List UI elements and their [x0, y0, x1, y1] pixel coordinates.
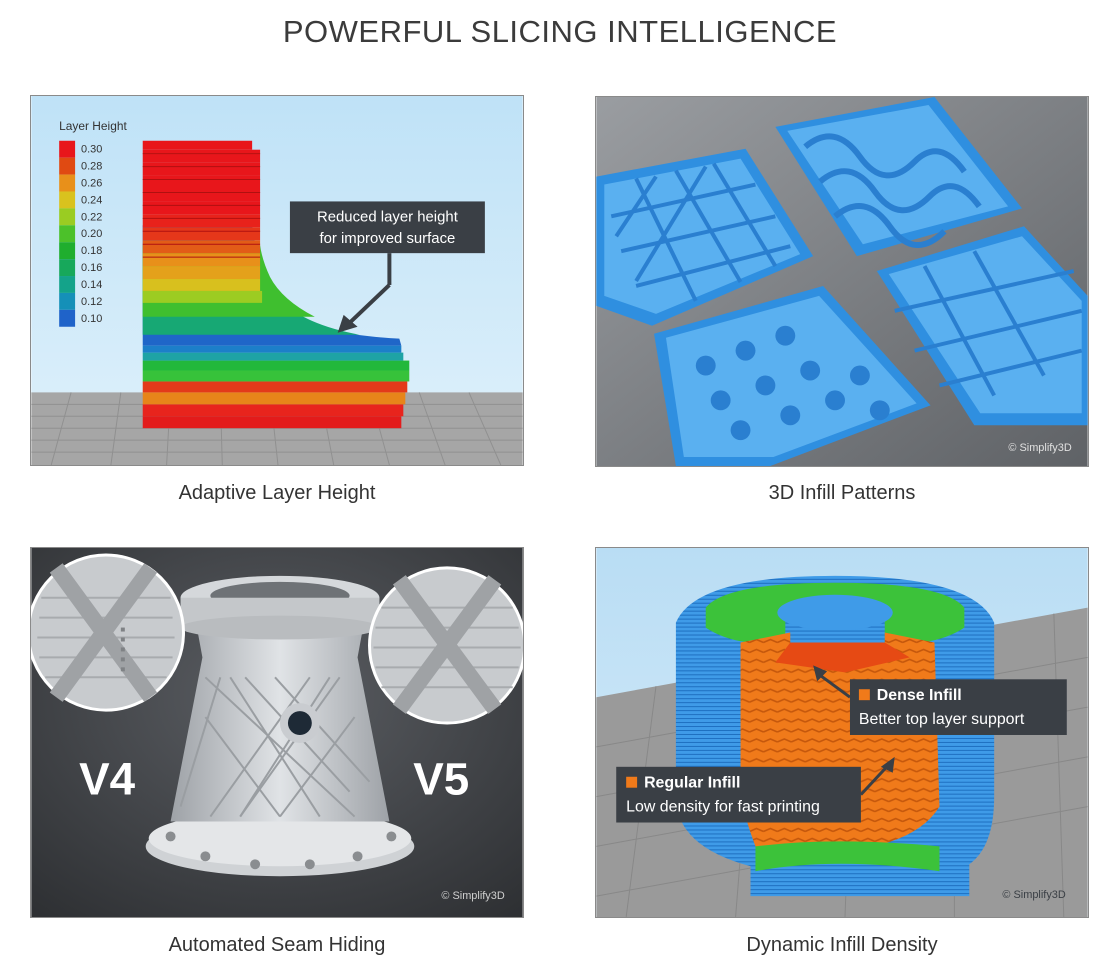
legend-swatch — [59, 259, 76, 277]
zoom-circle-v5 — [368, 566, 523, 725]
legend-swatch — [59, 174, 76, 192]
regular-infill-subtitle: Low density for fast printing — [626, 799, 820, 816]
legend-label: 0.20 — [81, 228, 102, 240]
legend-swatch — [59, 140, 76, 158]
caption-adaptive-layer-height: Adaptive Layer Height — [178, 482, 376, 504]
3d-infill-patterns-image: © Simplify3D — [595, 96, 1089, 467]
dense-infill-swatch — [858, 689, 870, 701]
callout-arrow-icon — [337, 314, 358, 333]
dynamic-infill-density-image: Dense Infill Better top layer support Re… — [595, 547, 1089, 918]
infill-sample-triangles-right — [876, 226, 1088, 426]
caption-automated-seam-hiding: Automated Seam Hiding — [168, 934, 386, 956]
dense-infill-title: Dense Infill — [877, 687, 962, 704]
legend-label: 0.28 — [81, 161, 102, 173]
legend-label: 0.22 — [81, 211, 102, 223]
legend-label: 0.10 — [81, 313, 102, 325]
legend-swatch — [59, 292, 76, 310]
automated-seam-hiding-image: V4 V5 © Simplify3D — [30, 547, 524, 918]
infill-sample-triangles — [596, 148, 814, 326]
dense-infill-region — [775, 642, 910, 673]
infill-sample-gyroid — [775, 97, 1023, 257]
caption-3d-infill-patterns: 3D Infill Patterns — [768, 482, 916, 504]
regular-infill-swatch — [626, 776, 638, 788]
legend-label: 0.18 — [81, 245, 102, 257]
regular-infill-callout — [616, 766, 861, 823]
infill-sample-gyroid-bottom — [654, 285, 931, 466]
dense-infill-callout — [849, 679, 1067, 735]
adaptive-layer-height-image: Layer Height 0.30 0.28 0.26 0.24 0.22 0.20 0.1… — [30, 95, 524, 466]
legend-swatch — [59, 309, 76, 327]
dense-callout-arrow-icon — [813, 665, 828, 682]
dense-infill-subtitle: Better top layer support — [859, 711, 1025, 728]
layered-part — [142, 140, 410, 429]
legend-swatch — [59, 242, 76, 260]
regular-callout-arrow-icon — [880, 756, 895, 773]
legend-swatch — [59, 208, 76, 226]
legend-label: 0.12 — [81, 296, 102, 308]
layer-height-legend: 0.30 0.28 0.26 0.24 0.22 0.20 0.18 0.16 0.14 0.12… — [59, 140, 102, 327]
legend-label: 0.14 — [81, 279, 102, 291]
legend-swatch — [59, 191, 76, 209]
callout-box — [289, 201, 485, 254]
legend-title: Layer Height — [59, 119, 127, 133]
regular-infill-title: Regular Infill — [644, 775, 740, 792]
label-v4: V4 — [79, 754, 136, 805]
legend-label: 0.24 — [81, 194, 102, 206]
legend-label: 0.26 — [81, 178, 102, 190]
legend-label: 0.16 — [81, 262, 102, 274]
page-title: POWERFUL SLICING INTELLIGENCE — [282, 14, 838, 49]
watermark: © Simplify3D — [441, 890, 504, 902]
watermark: © Simplify3D — [1002, 889, 1065, 901]
callout-line-2: for improved surface — [319, 231, 455, 247]
label-v5: V5 — [413, 754, 469, 805]
legend-swatch — [59, 276, 76, 293]
callout-line-1: Reduced layer height — [317, 209, 459, 225]
legend-swatch — [59, 157, 76, 175]
legend-label: 0.30 — [81, 144, 102, 156]
zoom-circle-v4 — [31, 553, 185, 712]
caption-dynamic-infill-density: Dynamic Infill Density — [746, 934, 938, 956]
watermark: © Simplify3D — [1008, 442, 1071, 454]
legend-swatch — [59, 225, 76, 243]
